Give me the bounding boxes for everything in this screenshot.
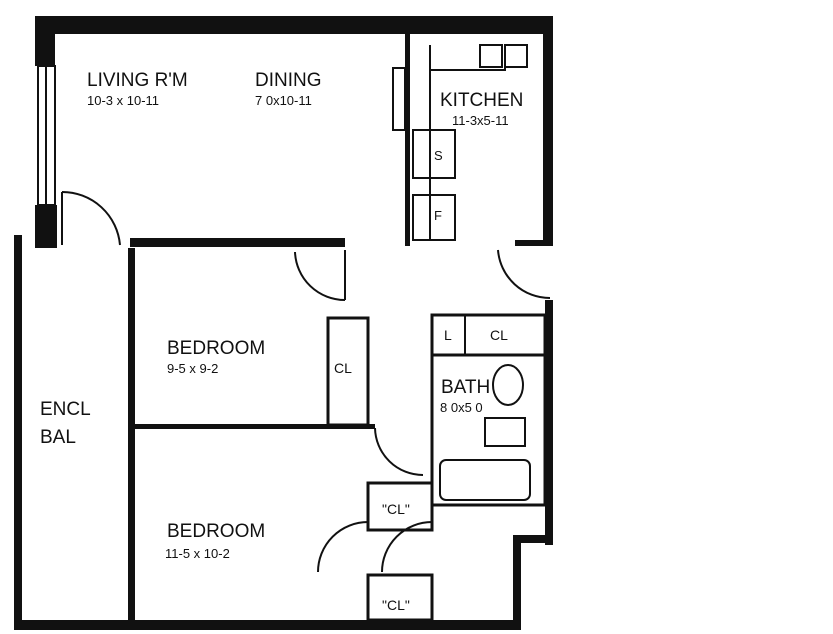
closet-bedroom1: [326, 316, 370, 427]
dining-label: DINING: [255, 70, 322, 91]
bedroom1-size: 9-5 x 9-2: [167, 361, 218, 376]
linen-label: L: [444, 327, 452, 343]
bath-label: BATH: [441, 377, 490, 398]
dining-size: 7 0x10-11: [255, 93, 312, 108]
closets-bedroom2: [366, 481, 434, 622]
bedroom2-size: 11-5 x 10-2: [165, 546, 230, 561]
bath-closet-label: CL: [490, 327, 508, 343]
living-room-size: 10-3 x 10-11: [87, 93, 159, 108]
balcony-label-1: ENCL: [40, 399, 91, 420]
bedroom1-closet-label: CL: [334, 360, 352, 376]
bedroom2-label: BEDROOM: [167, 521, 265, 542]
fridge-label: F: [434, 208, 442, 223]
bedroom2-closet2-label: "CL": [382, 597, 410, 613]
bath-fixtures: [430, 313, 547, 507]
sink-label: S: [434, 148, 443, 163]
bedroom2-closet1-label: "CL": [382, 501, 410, 517]
balcony-label-2: BAL: [40, 427, 76, 448]
bath-size: 8 0x5 0: [440, 400, 483, 415]
bedroom1-label: BEDROOM: [167, 338, 265, 359]
living-room-label: LIVING R'M: [87, 70, 188, 91]
walls: [14, 16, 553, 630]
kitchen-label: KITCHEN: [440, 90, 523, 111]
window: [37, 65, 56, 206]
kitchen-size: 11-3x5-11: [452, 113, 509, 128]
doors: [61, 190, 551, 573]
kitchen-counters: [392, 44, 528, 241]
